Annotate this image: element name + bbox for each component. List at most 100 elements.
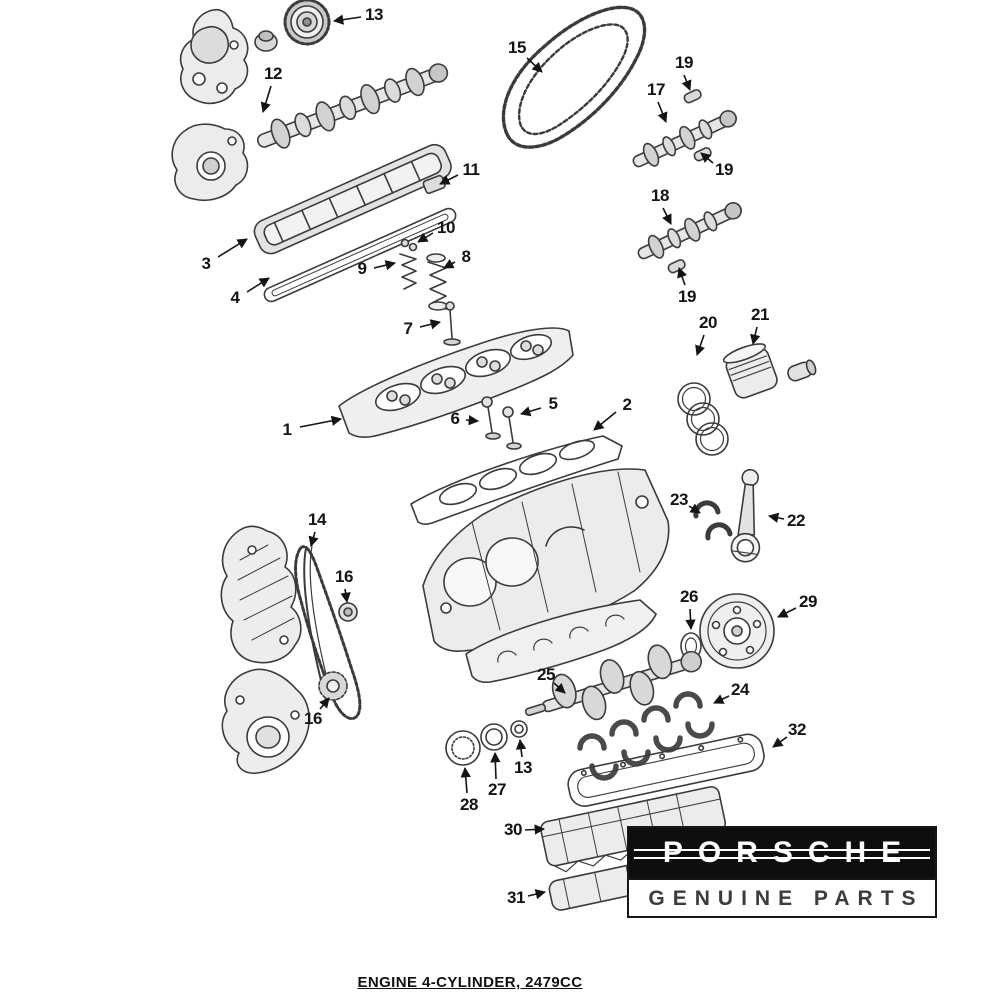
part-label-28-33: 28	[460, 795, 478, 814]
leader-line-27-31	[490, 751, 501, 780]
valve-spring-outer	[426, 253, 448, 311]
genuine-parts-text: GENUINE PARTS	[648, 886, 924, 910]
leader-line-32-32	[772, 736, 788, 748]
camshaft-housing	[171, 123, 249, 201]
leader-line-14-23	[308, 531, 319, 547]
leader-line-6-19	[465, 415, 480, 426]
front-seal-mid	[480, 723, 508, 751]
flywheel	[699, 593, 775, 669]
part-label-24-28: 24	[731, 680, 749, 699]
leader-line-13-0	[332, 14, 362, 25]
front-seal-large	[445, 730, 481, 766]
leader-line-16-24	[340, 588, 351, 604]
part-label-4-12: 4	[230, 288, 240, 307]
part-label-10-8: 10	[437, 218, 455, 237]
front-seal-small	[510, 720, 528, 738]
oil-pan-gasket	[567, 733, 765, 807]
main-bearing-shells	[577, 691, 715, 781]
part-label-9-10: 9	[357, 259, 367, 278]
part-label-7-14: 7	[403, 319, 413, 338]
leader-line-18-7	[662, 207, 672, 225]
part-label-2-18: 2	[622, 395, 632, 414]
part-label-19-13: 19	[678, 287, 696, 306]
part-label-13-0: 13	[365, 5, 383, 24]
part-label-16-29: 16	[304, 709, 322, 728]
part-label-32-32: 32	[788, 720, 806, 739]
chain-tensioner	[338, 602, 358, 622]
leader-line-15-2	[526, 57, 543, 73]
part-label-15-2: 15	[508, 38, 526, 57]
oil-filler-cap	[422, 174, 446, 195]
leader-line-12-1	[260, 85, 272, 113]
leader-line-8-11	[443, 258, 456, 269]
logo-stripe-bottom	[634, 857, 930, 859]
leader-line-24-28	[713, 694, 730, 704]
part-label-25-27: 25	[537, 665, 555, 684]
rear-main-seal	[680, 632, 702, 660]
part-label-1-20: 1	[282, 420, 292, 439]
leader-line-19-13	[677, 267, 688, 286]
part-label-17-4: 17	[647, 80, 665, 99]
leader-line-1-20	[299, 415, 343, 428]
leader-line-29-26	[777, 607, 797, 618]
leader-line-7-14	[419, 319, 442, 330]
engine-mount-upper	[179, 8, 249, 105]
part-label-14-23: 14	[308, 510, 326, 529]
leader-line-19-6	[700, 152, 714, 164]
leader-line-11-5	[439, 174, 459, 185]
leader-line-22-22	[767, 512, 785, 523]
part-label-18-7: 18	[651, 186, 669, 205]
part-label-27-31: 27	[488, 780, 506, 799]
chain-guide-rail	[303, 545, 333, 701]
part-label-19-6: 19	[715, 160, 733, 179]
part-label-22-22: 22	[787, 511, 805, 530]
porsche-wordmark-strip: PORSCHE	[629, 828, 935, 878]
part-label-12-1: 12	[264, 64, 282, 83]
cam-bearing-cap-3	[667, 259, 686, 274]
camshaft-end-cap	[254, 30, 278, 52]
leader-line-9-10	[373, 260, 397, 271]
leader-line-4-12	[246, 277, 270, 293]
cam-bearing-cap-2	[693, 147, 712, 162]
head-gasket	[410, 435, 623, 525]
timing-chain-upper	[501, 5, 647, 149]
engine-block	[422, 468, 670, 652]
leader-line-31-35	[527, 889, 547, 900]
piston-rings	[677, 382, 729, 456]
leader-line-28-33	[460, 766, 471, 794]
part-label-3-9: 3	[201, 254, 211, 273]
leader-line-3-9	[217, 238, 248, 258]
leader-line-5-17	[520, 406, 542, 417]
bearing-ladder	[465, 599, 657, 684]
genuine-parts-strip: GENUINE PARTS	[629, 878, 935, 916]
piston	[722, 343, 778, 399]
leader-line-21-16	[750, 326, 761, 346]
camshaft	[256, 63, 449, 149]
part-label-6-19: 6	[450, 409, 460, 428]
leader-line-10-8	[417, 232, 434, 243]
part-label-30-34: 30	[504, 820, 522, 839]
wrist-pin	[787, 359, 817, 382]
part-label-8-11: 8	[461, 247, 471, 266]
rod-bearing-shells	[693, 500, 733, 541]
crank-sprocket	[318, 671, 348, 701]
part-label-20-15: 20	[699, 313, 717, 332]
valve-keepers	[400, 238, 418, 252]
camshaft-sprocket	[283, 0, 331, 46]
leader-line-26-25	[685, 608, 696, 631]
diagram-caption: ENGINE 4-CYLINDER, 2479CC	[357, 974, 583, 991]
leader-line-23-21	[688, 503, 701, 514]
leader-line-19-3	[681, 74, 692, 91]
leader-line-13-30	[515, 738, 527, 758]
valve-pair	[481, 396, 522, 450]
leader-line-30-34	[524, 824, 546, 835]
timing-cover-lower	[221, 668, 310, 775]
cam-bearing-cap-1	[683, 89, 702, 104]
valve-spring-inner	[399, 253, 417, 290]
part-label-26-25: 26	[680, 587, 698, 606]
timing-cover-upper	[220, 525, 302, 664]
part-label-5-17: 5	[548, 394, 558, 413]
part-label-13-30: 13	[514, 758, 532, 777]
part-label-23-21: 23	[670, 490, 688, 509]
leader-line-17-4	[657, 101, 668, 123]
